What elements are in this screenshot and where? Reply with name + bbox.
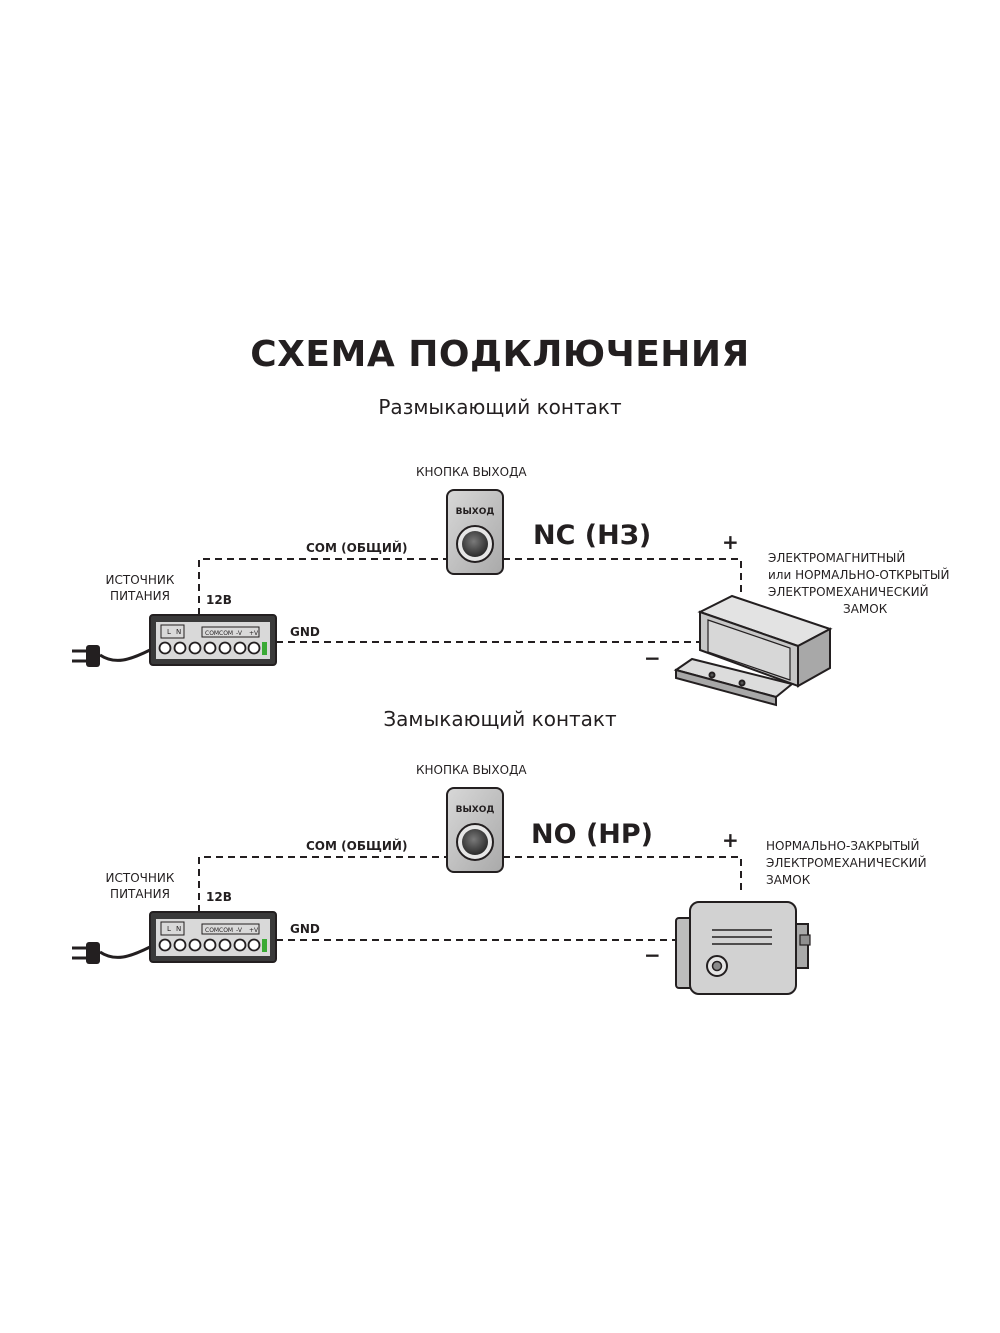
- plus-terminal-label: +: [722, 828, 739, 852]
- contact-mode-label: NO (НР): [531, 819, 654, 850]
- svg-text:-V: -V: [236, 927, 243, 934]
- voltage-label: 12В: [206, 890, 232, 904]
- com-wire: [198, 558, 447, 615]
- com-wire: [198, 856, 447, 912]
- plus-terminal-label: +: [722, 530, 739, 554]
- lock-label-line4: ЗАМОК: [843, 602, 888, 616]
- subtitle-no: Замыкающий контакт: [383, 707, 617, 731]
- gnd-label: GND: [290, 625, 320, 639]
- exit-button-label: КНОПКА ВЫХОДА: [416, 465, 527, 479]
- psu-label-line1: ИСТОЧНИК: [105, 871, 175, 885]
- exit-button-text: ВЫХОД: [456, 507, 495, 517]
- svg-text:COM: COM: [219, 927, 233, 934]
- led-indicator: [262, 642, 267, 655]
- svg-text:L: L: [167, 925, 171, 933]
- lock-label-line1: НОРМАЛЬНО-ЗАКРЫТЫЙ: [766, 839, 920, 853]
- power-supply-nc: L N COM COM -V +V: [149, 614, 277, 666]
- svg-text:COM: COM: [205, 630, 219, 637]
- minus-terminal-label: −: [644, 943, 661, 967]
- psu-label-line1: ИСТОЧНИК: [105, 573, 175, 587]
- exit-button-no: ВЫХОД: [446, 787, 504, 873]
- gnd-label: GND: [290, 922, 320, 936]
- power-supply-no: L N COM COM -V +V: [149, 911, 277, 963]
- no-wires: [198, 856, 742, 941]
- lock-label-line2: ЭЛЕКТРОМЕХАНИЧЕСКИЙ: [766, 856, 927, 870]
- lock-label-line1: ЭЛЕКТРОМАГНИТНЫЙ: [768, 551, 906, 565]
- page-title: СХЕМА ПОДКЛЮЧЕНИЯ: [250, 334, 750, 375]
- nc-wire: [503, 558, 742, 596]
- minus-terminal-label: −: [644, 646, 661, 670]
- svg-text:COM: COM: [205, 927, 219, 934]
- com-wire-label: COM (ОБЩИЙ): [306, 541, 408, 555]
- power-plug-nc: [72, 645, 151, 667]
- svg-text:L: L: [167, 628, 171, 636]
- svg-text:COM: COM: [219, 630, 233, 637]
- exit-button-nc: ВЫХОД: [446, 489, 504, 575]
- psu-label-line2: ПИТАНИЯ: [110, 589, 170, 603]
- svg-text:-V: -V: [236, 630, 243, 637]
- electromagnetic-lock: [673, 594, 833, 707]
- svg-text:+V: +V: [249, 927, 259, 934]
- no-wire: [503, 856, 742, 895]
- psu-label-line2: ПИТАНИЯ: [110, 887, 170, 901]
- svg-text:+V: +V: [249, 630, 259, 637]
- contact-mode-label: NC (НЗ): [533, 520, 652, 551]
- subtitle-nc: Размыкающий контакт: [378, 395, 622, 419]
- nc-wires: [198, 558, 742, 643]
- exit-button-label: КНОПКА ВЫХОДА: [416, 763, 527, 777]
- lock-label-line3: ЭЛЕКТРОМЕХАНИЧЕСКИЙ: [768, 585, 929, 599]
- power-plug-no: [72, 942, 151, 964]
- svg-text:N: N: [176, 628, 181, 636]
- lock-label-line3: ЗАМОК: [766, 873, 811, 887]
- led-indicator: [262, 939, 267, 952]
- electromechanical-lock: [675, 901, 811, 995]
- exit-button-text: ВЫХОД: [456, 805, 495, 815]
- voltage-label: 12В: [206, 593, 232, 607]
- com-wire-label: COM (ОБЩИЙ): [306, 839, 408, 853]
- lock-label-line2: или НОРМАЛЬНО-ОТКРЫТЫЙ: [768, 568, 950, 582]
- svg-text:N: N: [176, 925, 181, 933]
